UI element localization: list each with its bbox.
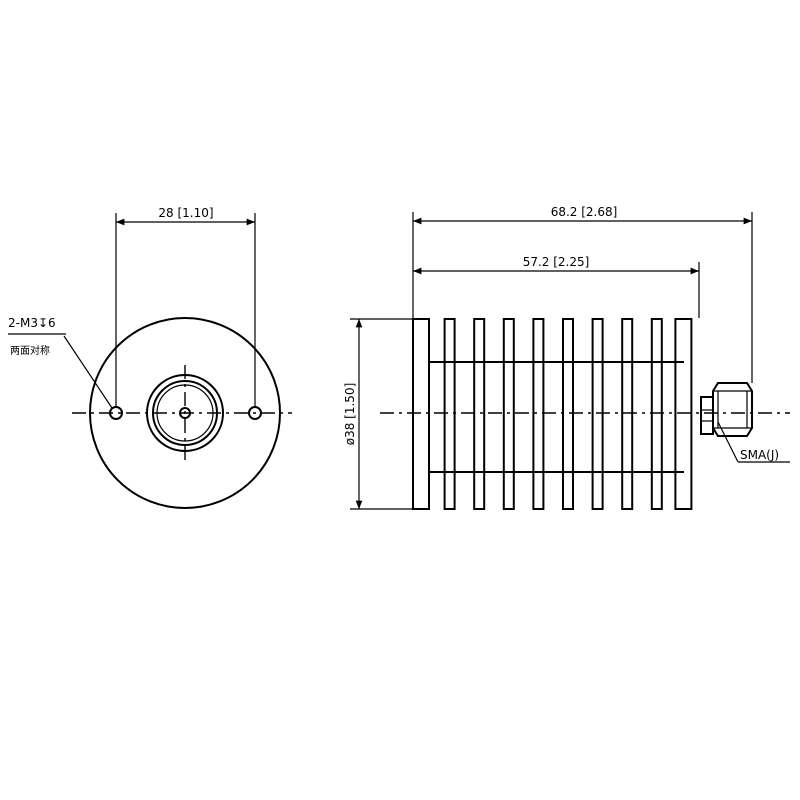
body-length-label: 57.2 [2.25] [523, 255, 590, 269]
heatsink-fin [443, 318, 456, 510]
heatsink-fin [562, 318, 574, 510]
heatsink-fin [650, 318, 663, 510]
diameter-label: ø38 [1.50] [343, 383, 357, 446]
front-view: 28 [1.10] 2-M3↧6 两面对称 [8, 206, 292, 509]
heatsink-fin [621, 318, 634, 510]
heatsink-fin [591, 318, 604, 510]
hole-callout-thread: 2-M3↧6 [8, 316, 56, 330]
front-flange-circle [89, 317, 281, 509]
heatsink-fin [412, 318, 430, 510]
heatsink-fins [412, 318, 693, 510]
heatsink-fin [502, 318, 515, 510]
side-view: 68.2 [2.68] 57.2 [2.25] ø38 [1.50] SMA(J… [343, 205, 790, 510]
heatsink-fin [473, 318, 486, 510]
connector-label: SMA(J) [740, 448, 779, 462]
hole-callout-leader [63, 335, 113, 409]
connector-leader [717, 421, 739, 463]
front-center-pin [179, 407, 191, 419]
sma-connector [700, 382, 753, 437]
overall-length-label: 68.2 [2.68] [551, 205, 618, 219]
hole-spacing-label: 28 [1.10] [158, 206, 213, 220]
front-connector-inner [156, 384, 214, 442]
heatsink-fin [532, 318, 545, 510]
heatsink-fin [674, 318, 693, 510]
sma-collar [700, 396, 714, 435]
front-connector-outer [146, 374, 224, 452]
front-connector-ring [152, 380, 218, 446]
hole-callout-note: 两面对称 [10, 344, 50, 357]
